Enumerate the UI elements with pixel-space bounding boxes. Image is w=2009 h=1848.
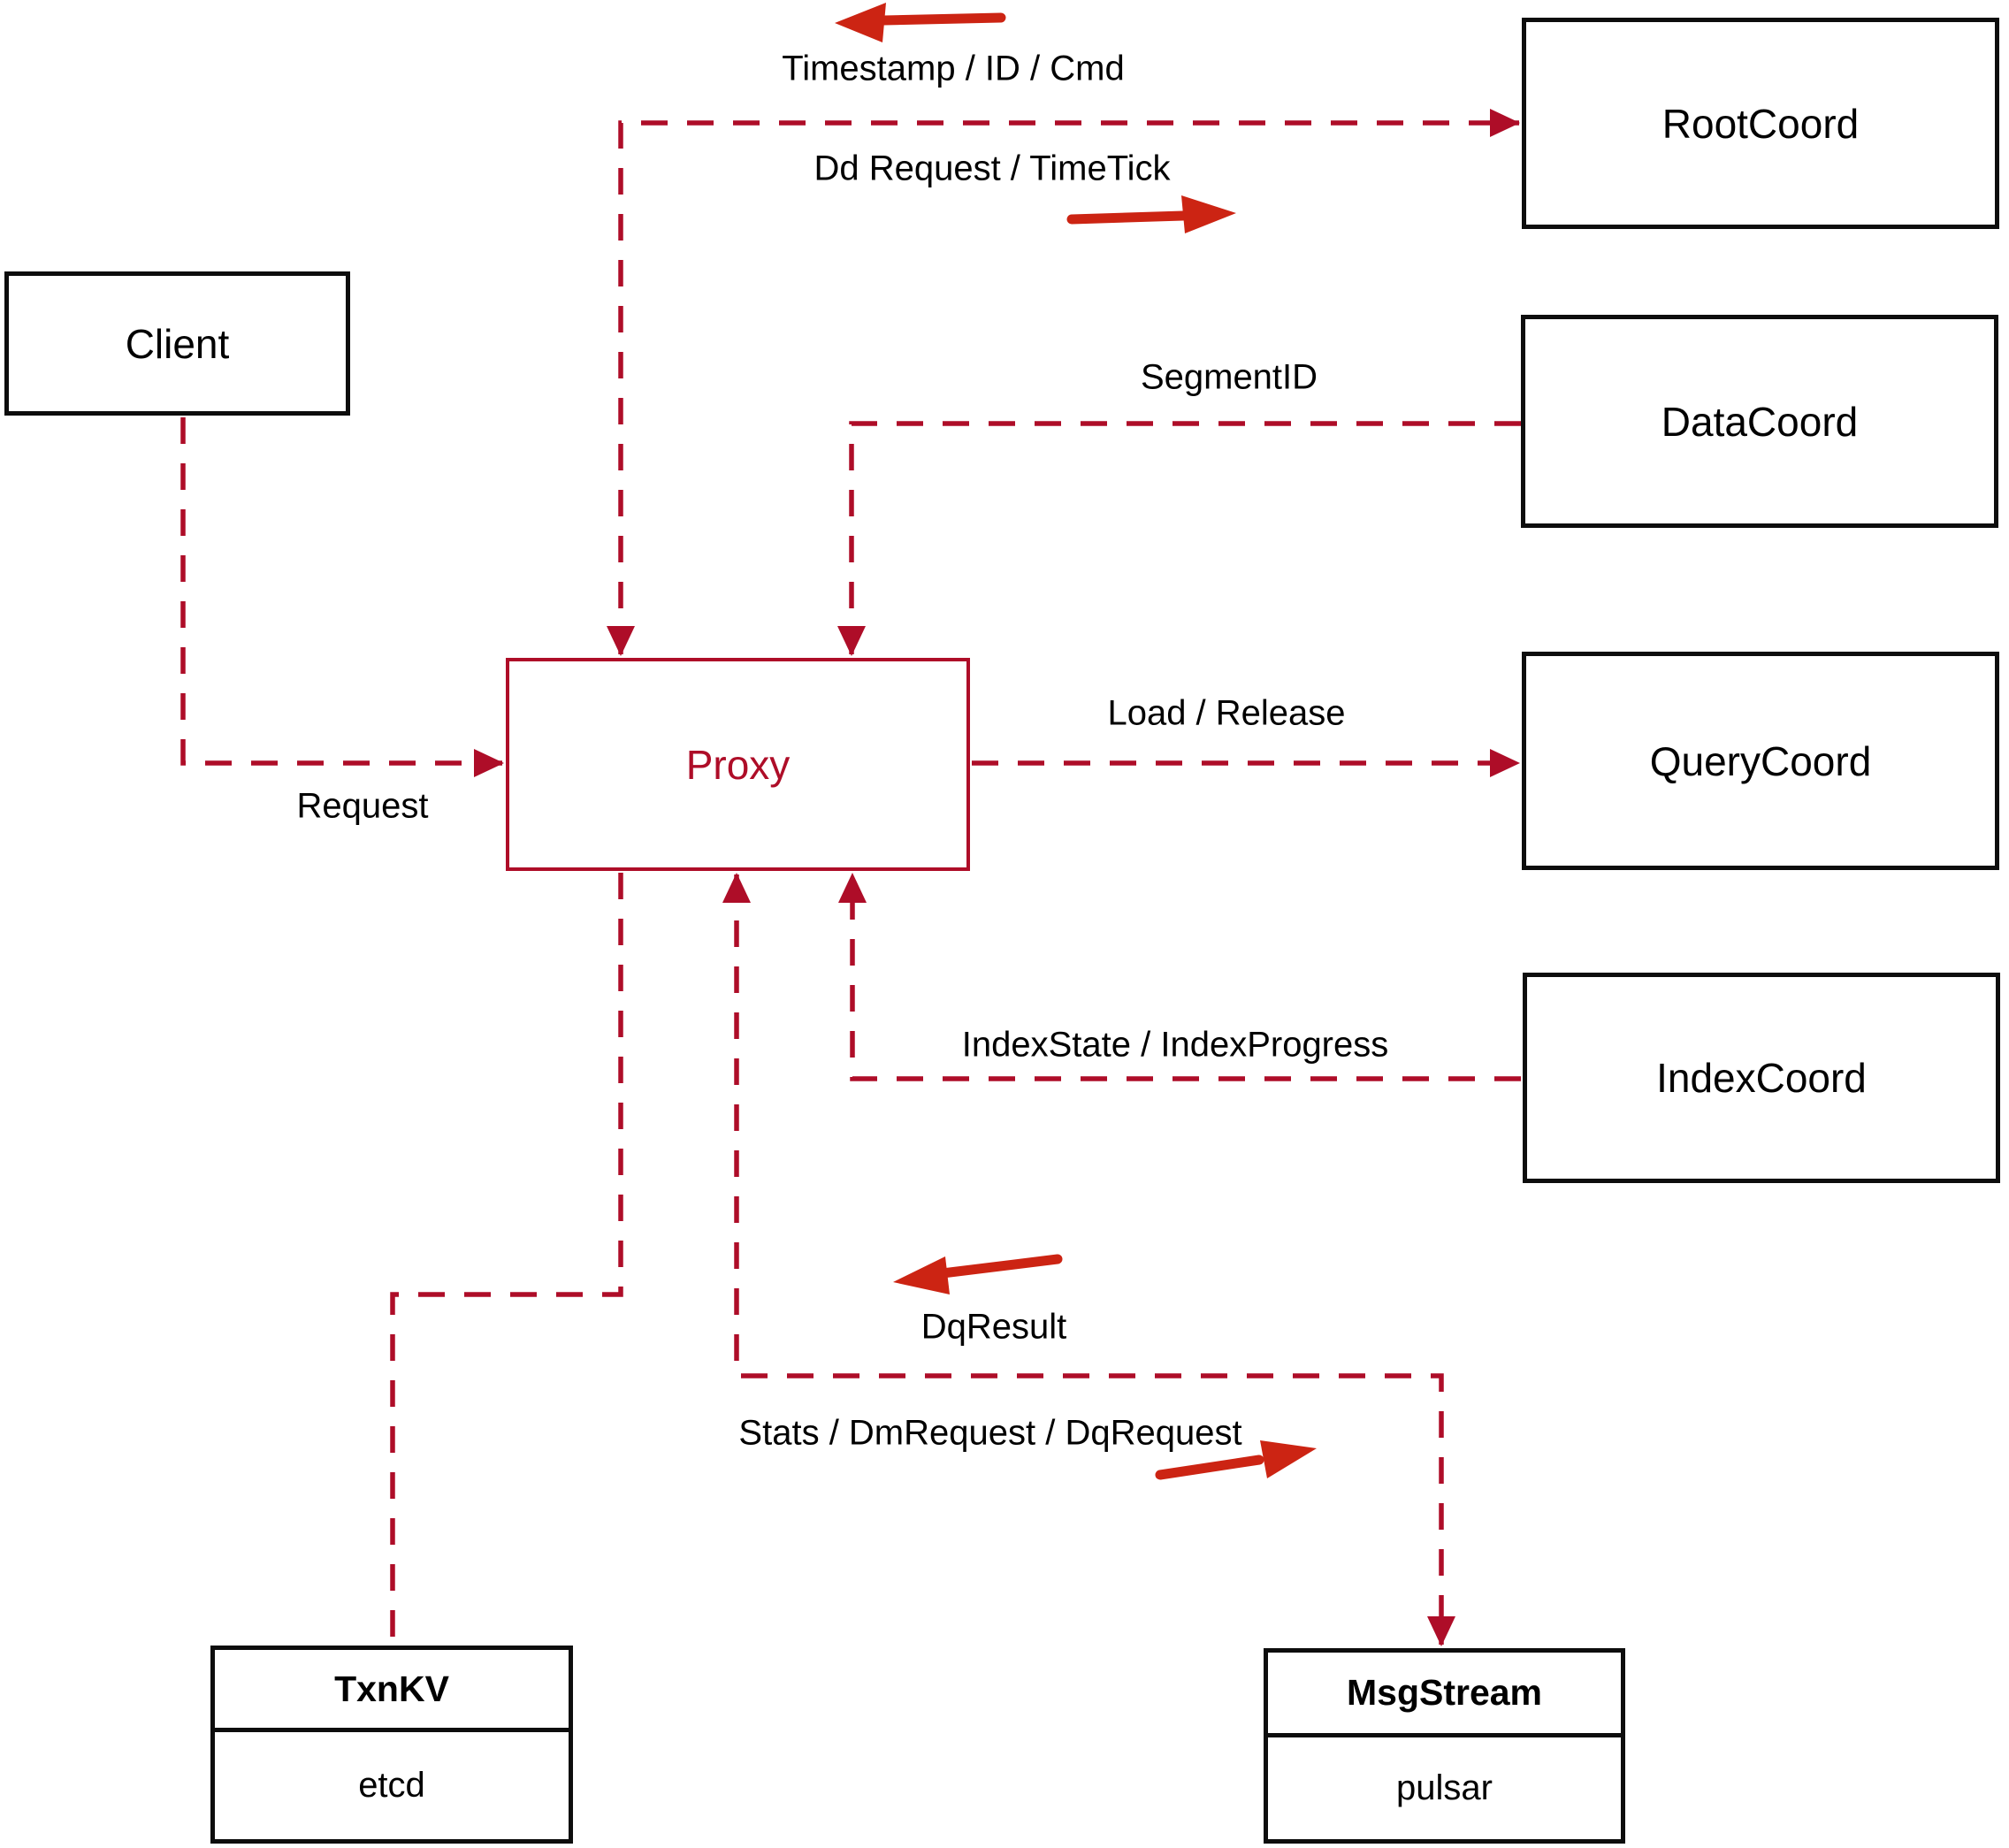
- edge-label-request: Request: [296, 786, 429, 826]
- edge-label-dd-request: Dd Request / TimeTick: [814, 149, 1171, 188]
- flow-arrow-right-stats: [1155, 1440, 1317, 1480]
- node-indexcoord-label: IndexCoord: [1656, 1055, 1867, 1101]
- arrowhead-into-querycoord: [1490, 749, 1520, 777]
- arrowhead-into-proxy-bottom-right: [838, 873, 867, 903]
- flow-arrow-right-dd-request: [1066, 195, 1236, 233]
- node-rootcoord: RootCoord: [1522, 18, 1999, 229]
- edge-label-index-state: IndexState / IndexProgress: [961, 1025, 1389, 1065]
- node-txnkv-sublabel: etcd: [358, 1766, 425, 1805]
- node-datacoord: DataCoord: [1521, 315, 1998, 528]
- node-indexcoord: IndexCoord: [1523, 973, 2000, 1183]
- node-client-label: Client: [125, 320, 230, 367]
- node-msgstream: MsgStream pulsar: [1264, 1648, 1625, 1844]
- node-querycoord-label: QueryCoord: [1649, 737, 1872, 784]
- node-proxy-label: Proxy: [685, 741, 791, 788]
- node-txnkv-label: TxnKV: [215, 1650, 569, 1732]
- edge-client-proxy: [180, 417, 502, 766]
- node-msgstream-label: MsgStream: [1268, 1653, 1621, 1737]
- node-txnkv: TxnKV etcd: [210, 1646, 573, 1844]
- edge-label-dq-result: DqResult: [920, 1307, 1067, 1347]
- arrowhead-into-rootcoord: [1490, 109, 1520, 137]
- arrowhead-into-proxy-bottom-mid: [722, 873, 751, 903]
- flow-arrow-left-timestamp: [835, 3, 1006, 42]
- flow-arrow-left-dq-result: [893, 1254, 1063, 1294]
- arrowhead-into-proxy-left: [474, 749, 504, 777]
- node-datacoord-label: DataCoord: [1661, 398, 1859, 445]
- edge-label-timestamp: Timestamp / ID / Cmd: [782, 49, 1125, 88]
- node-msgstream-sublabel: pulsar: [1396, 1768, 1493, 1807]
- node-querycoord: QueryCoord: [1522, 652, 1999, 870]
- arrowhead-into-proxy-top-right: [837, 626, 866, 656]
- edge-datacoord-proxy: [849, 421, 1521, 654]
- node-client: Client: [4, 271, 350, 416]
- arrowhead-into-proxy-top-left: [607, 626, 635, 656]
- edge-label-segment-id: SegmentID: [1140, 357, 1318, 397]
- node-proxy: Proxy: [506, 658, 970, 871]
- edge-proxy-txnkv: [390, 873, 623, 1644]
- edge-label-load-release: Load / Release: [1107, 693, 1346, 733]
- edge-proxy-msgstream: [734, 874, 1444, 1645]
- edge-proxy-rootcoord: [618, 120, 1519, 654]
- edge-label-stats: Stats / DmRequest / DqRequest: [738, 1413, 1242, 1453]
- arrowhead-into-msgstream: [1427, 1616, 1455, 1646]
- node-rootcoord-label: RootCoord: [1661, 100, 1860, 147]
- edge-indexcoord-proxy: [850, 874, 1521, 1081]
